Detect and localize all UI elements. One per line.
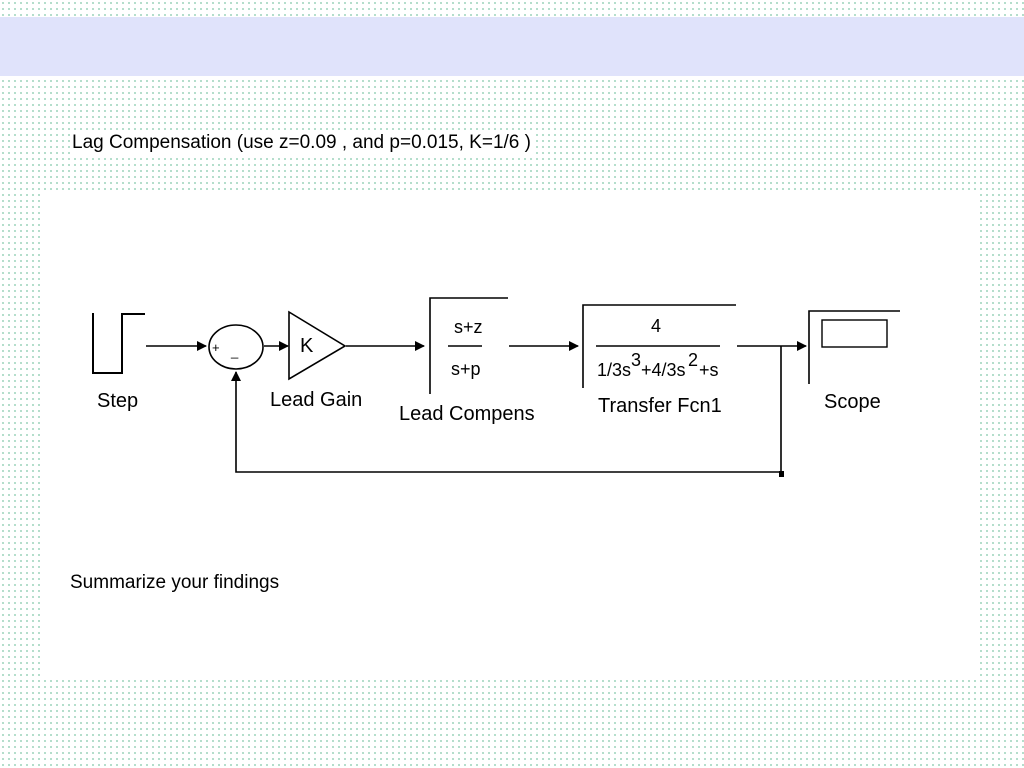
sum-minus-sign: _ (230, 344, 239, 359)
gain-block[interactable]: K Lead Gain (270, 310, 362, 411)
branch-point (779, 471, 784, 477)
transfer-exp1: 3 (631, 350, 641, 370)
gain-triangle-icon (288, 310, 347, 381)
sum-junction[interactable]: + _ (208, 324, 264, 370)
feedback-path (231, 346, 784, 477)
transfer-denominator-part1: 1/3s (597, 360, 631, 380)
transfer-denominator-part2: +4/3s (641, 360, 686, 380)
transfer-numerator: 4 (651, 316, 661, 336)
scope-block[interactable]: Scope (808, 310, 900, 413)
compensator-denominator: s+p (451, 359, 481, 379)
transfer-label: Transfer Fcn1 (598, 395, 722, 417)
sum-icon (208, 324, 264, 370)
scope-label: Scope (824, 391, 881, 413)
compensator-label: Lead Compens (399, 403, 535, 425)
step-icon (92, 313, 145, 374)
transfer-exp2: 2 (688, 350, 698, 370)
transfer-denominator-part3: +s (699, 360, 719, 380)
scope-screen-icon (821, 319, 888, 348)
slide-title: Lag Compensation (use z=0.09 , and p=0.0… (70, 132, 533, 154)
content-panel (44, 194, 980, 676)
step-block[interactable]: Step (92, 313, 145, 412)
compensator-block[interactable]: s+z s+p Lead Compens (399, 297, 535, 425)
transfer-function-block[interactable]: 4 1/3s 3 +4/3s 2 +s Transfer Fcn1 (582, 304, 736, 417)
findings-prompt: Summarize your findings (70, 572, 280, 593)
header-band (0, 17, 1024, 76)
gain-symbol: K (300, 335, 314, 357)
gain-label: Lead Gain (270, 389, 362, 411)
step-label: Step (97, 390, 138, 412)
sum-plus-sign: + (212, 340, 220, 355)
compensator-numerator: s+z (454, 317, 483, 337)
